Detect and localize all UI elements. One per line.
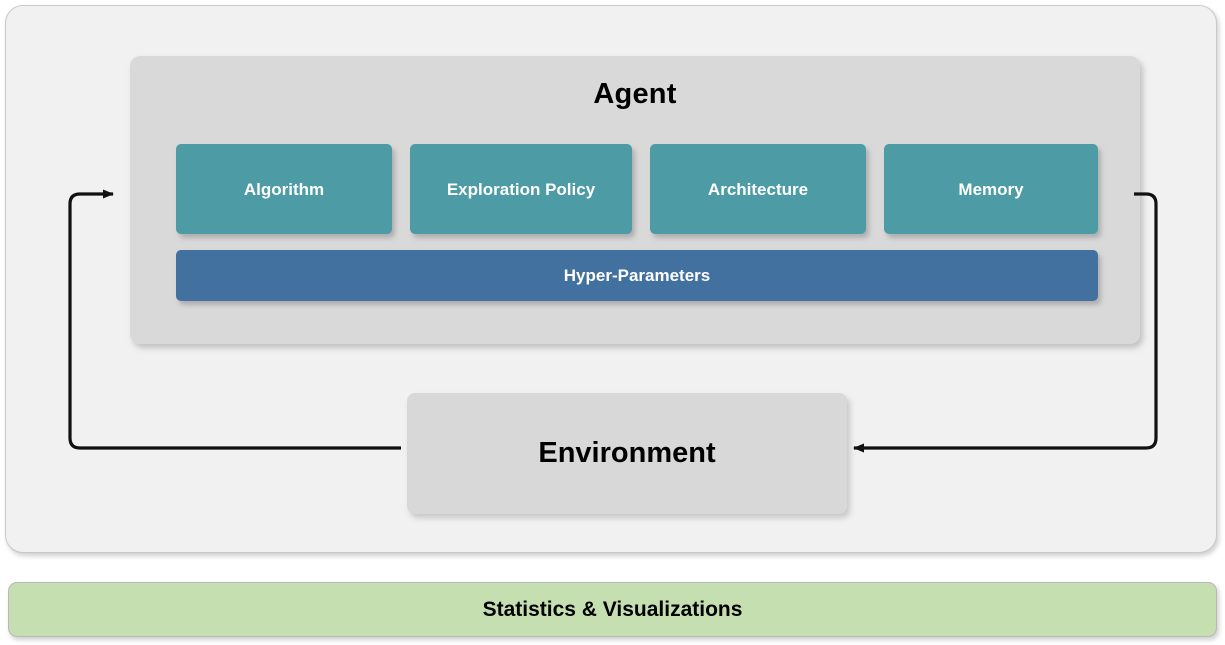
environment-box[interactable]: Environment [407, 393, 847, 514]
agent-component-architecture[interactable]: Architecture [650, 144, 866, 234]
statistics-visualizations-label: Statistics & Visualizations [482, 597, 743, 621]
agent-component-memory[interactable]: Memory [884, 144, 1098, 234]
agent-component-algorithm-label: Algorithm [243, 179, 325, 199]
agent-component-row: Algorithm Exploration Policy Architectur… [176, 144, 1098, 234]
agent-box[interactable]: Agent Algorithm Exploration Policy Archi… [130, 56, 1140, 344]
agent-component-exploration-policy[interactable]: Exploration Policy [410, 144, 632, 234]
environment-label: Environment [538, 437, 716, 469]
agent-component-exploration-policy-label: Exploration Policy [446, 179, 596, 199]
agent-title: Agent [593, 78, 677, 110]
statistics-visualizations-bar[interactable]: Statistics & Visualizations [8, 582, 1217, 637]
hyper-parameters-label: Hyper-Parameters [563, 265, 711, 285]
agent-component-architecture-label: Architecture [707, 179, 809, 199]
rl-loop-panel: Agent Algorithm Exploration Policy Archi… [5, 5, 1217, 553]
agent-component-memory-label: Memory [958, 179, 1024, 199]
hyper-parameters-bar[interactable]: Hyper-Parameters [176, 250, 1098, 301]
agent-component-algorithm[interactable]: Algorithm [176, 144, 392, 234]
